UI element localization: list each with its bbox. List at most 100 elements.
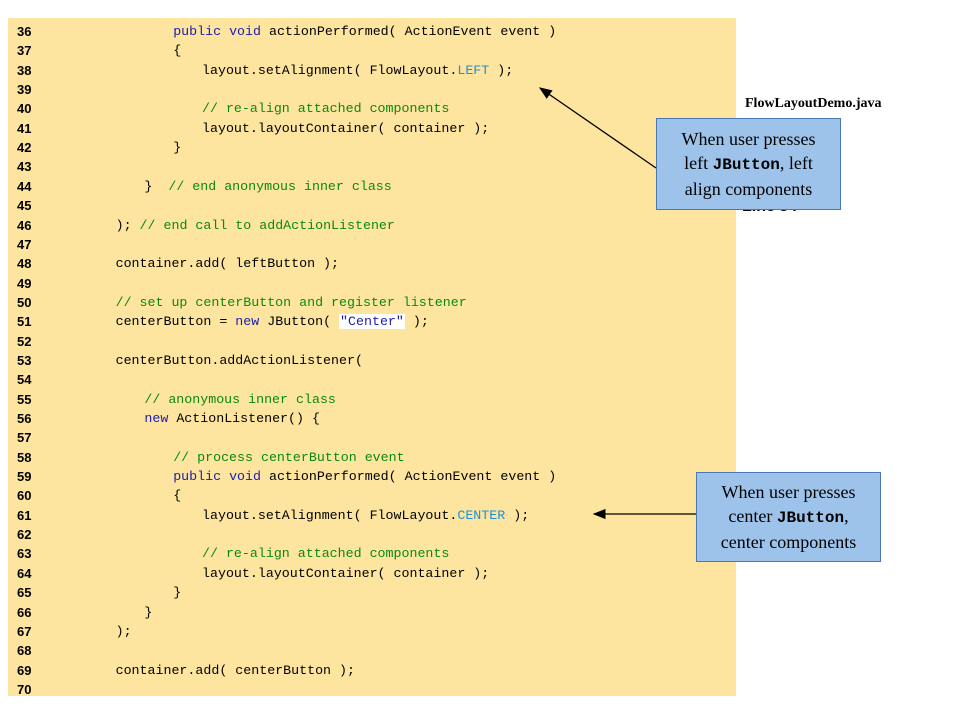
code-line: 36 public void actionPerformed( ActionEve… [8,22,736,41]
code-line: 45 [8,196,736,215]
line-number: 48 [17,256,32,272]
arrow-left [538,87,657,169]
code-text: public void actionPerformed( ActionEvent… [173,22,556,41]
code-text: } [173,138,181,157]
code-line: 37 { [8,41,736,60]
line-number: 40 [17,101,32,117]
code-token: layout.setAlignment( FlowLayout. [202,62,458,78]
line-number: 49 [17,275,32,291]
line-number: 42 [17,140,32,156]
keyword-token: public [173,24,222,39]
code-line: 57 [8,428,736,447]
constant-token: CENTER [457,507,506,523]
code-line: 55// anonymous inner class [8,390,736,409]
code-line: 42} [8,138,736,157]
code-token: ActionListener() { [168,411,320,426]
callout-left-line3: align components [684,179,813,199]
line-number: 66 [17,604,32,620]
line-number: 70 [17,681,32,697]
code-line: 66} [8,603,736,622]
callout-left-post: , left [779,153,813,173]
code-token: container.add( centerButton ); [115,662,355,678]
line-number: 68 [17,643,32,659]
line-number: 56 [17,411,32,426]
line-number: 37 [17,43,32,59]
code-text: layout.setAlignment( FlowLayout.LEFT ); [202,61,513,80]
line-number: 62 [17,527,32,543]
line-number: 39 [17,82,32,98]
code-line: 43 [8,157,736,176]
line-number: 52 [17,333,32,349]
code-token: ); [404,314,429,330]
line-number: 57 [17,430,32,446]
code-line: 47 [8,235,736,254]
code-token: ); [505,507,530,523]
code-text: ); [116,622,132,641]
code-token: container.add( leftButton ); [115,256,340,272]
callout-center-pre: center [728,506,777,526]
code-line: 39 [8,80,736,99]
code-line: 58 // process centerButton event [8,448,736,467]
comment-token: // process centerButton event [173,449,405,465]
line-number: 45 [17,198,32,214]
keyword-token: new [144,411,169,426]
code-text: { [173,41,181,60]
keyword-token: new [235,314,260,330]
code-text: } [173,583,181,602]
callout-left-class: JButton [712,156,780,174]
callout-center-button: When user presses center JButton, center… [696,472,881,562]
code-text: ); // end call to addActionListener [116,216,395,235]
code-text: centerButton.addActionListener( [116,351,363,370]
keyword-token: void [229,24,261,39]
line-number: 60 [17,488,32,504]
code-text: centerButton = new JButton( "Center" ); [116,312,429,331]
filename-label: FlowLayoutDemo.java [745,96,882,111]
code-text: container.add( leftButton ); [116,254,339,273]
line-number: 50 [17,294,32,310]
code-token: actionPerformed( ActionEvent event ) [260,469,557,485]
line-number: 64 [17,565,32,581]
code-token: } [173,585,182,601]
code-token: } [144,604,153,620]
comment-token: // end anonymous inner class [168,178,392,194]
code-token: ); [489,62,514,78]
code-line: 68 [8,641,736,660]
code-token: { [173,488,182,504]
callout-center-line1: When user presses [721,482,856,502]
code-line: 50 // set up centerButton and register li… [8,293,736,312]
keyword-token: public [173,469,222,485]
line-number: 59 [17,469,32,485]
code-line: 48 container.add( leftButton ); [8,254,736,273]
callout-left-line1: When user presses [681,129,816,149]
string-token: "Center" [339,314,405,330]
code-line: 46); // end call to addActionListener [8,216,736,235]
code-line: 52 [8,332,736,351]
code-line: 49 [8,274,736,293]
code-token: ); [115,217,140,233]
code-token: { [173,43,182,59]
line-number: 51 [17,314,32,330]
code-line: 44} // end anonymous inner class [8,177,736,196]
line-number: 58 [17,449,32,465]
code-token: ); [115,623,132,639]
callout-center-post: , [844,506,849,526]
code-line: 62 [8,525,736,544]
code-line: 63// re-align attached components [8,544,736,563]
code-text: // set up centerButton and register list… [116,293,467,312]
line-number: 67 [17,623,32,639]
line-number: 36 [17,24,32,39]
line-number: 69 [17,662,32,678]
line-number: 65 [17,585,32,601]
comment-token: // set up centerButton and register list… [115,294,467,310]
line-number: 38 [17,62,32,78]
code-token: } [173,140,182,156]
code-line: 38 layout.setAlignment( FlowLayout.LEFT )… [8,61,736,80]
code-line: 54 [8,370,736,389]
code-text: } // end anonymous inner class [144,177,391,196]
